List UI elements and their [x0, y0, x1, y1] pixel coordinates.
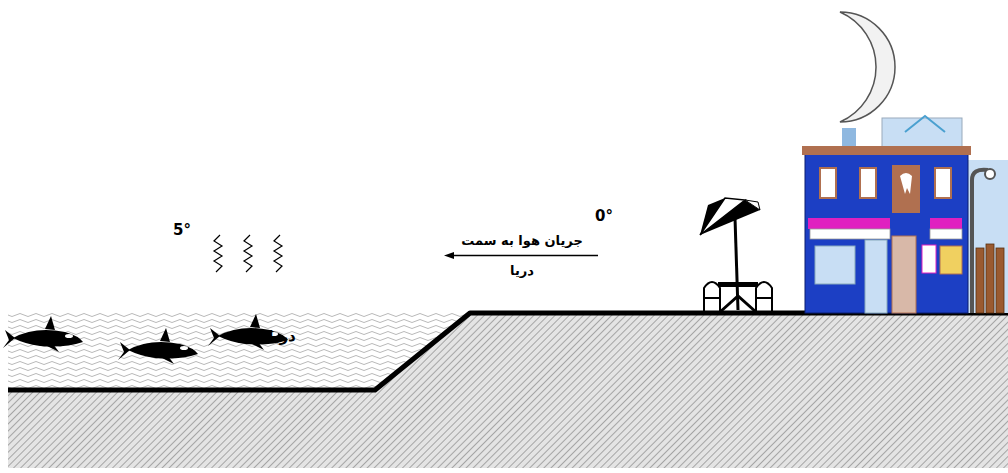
shop-building	[802, 146, 971, 313]
ground	[8, 313, 1008, 468]
heat-waves	[214, 235, 282, 272]
sea-label: دریا	[268, 327, 296, 345]
cafe-table	[700, 198, 772, 313]
fence	[976, 244, 1004, 313]
sea-label-holder: دریا	[268, 327, 296, 345]
sea-temperature: 5°	[173, 221, 191, 239]
street-lamp	[972, 169, 995, 313]
airflow-label-holder: جریان هوا به سمت دریا	[450, 226, 594, 286]
sea-water	[8, 313, 470, 390]
airflow-arrowhead	[444, 252, 454, 259]
moon	[840, 12, 895, 122]
orcas	[3, 314, 288, 364]
shore-line	[8, 313, 1008, 390]
airflow-label: جریان هوا به سمت دریا	[450, 226, 594, 286]
land-temperature: 0°	[595, 207, 613, 225]
airflow-arrow	[452, 255, 598, 256]
sea-temperature-holder: 5°	[173, 221, 191, 239]
land-temperature-holder: 0°	[595, 207, 613, 225]
